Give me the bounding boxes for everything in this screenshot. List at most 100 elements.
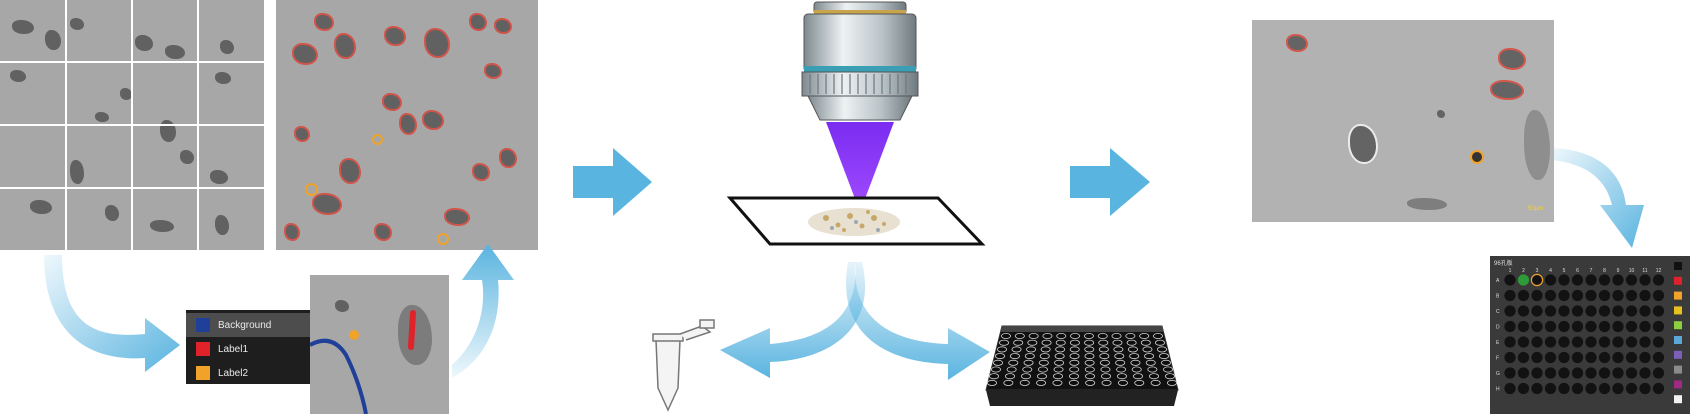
plate-well[interactable] [1625,351,1638,364]
plate-well[interactable] [1585,336,1597,348]
color-swatch[interactable] [1674,276,1682,285]
plate-well[interactable] [1598,382,1611,395]
plate-well[interactable] [1625,305,1638,317]
color-swatch[interactable] [1674,306,1682,315]
plate-well[interactable] [1531,367,1543,379]
plate-well[interactable] [1504,382,1516,395]
plate-well[interactable] [1571,289,1584,302]
plate-well[interactable] [1598,320,1611,333]
plate-well[interactable] [1652,305,1665,317]
plate-well[interactable] [1544,320,1557,333]
plate-well[interactable] [1558,367,1570,379]
plate-well[interactable] [1639,382,1651,395]
plate-well[interactable] [1598,305,1611,317]
plate-well[interactable] [1544,336,1557,348]
plate-well[interactable] [1585,367,1597,379]
plate-well[interactable] [1612,320,1624,333]
plate-well[interactable] [1585,382,1597,395]
plate-well[interactable] [1531,382,1543,395]
plate-well[interactable] [1517,336,1530,348]
color-swatch[interactable] [1674,380,1682,389]
plate-well[interactable] [1571,382,1584,395]
plate-well[interactable] [1652,367,1665,379]
plate-well[interactable] [1571,274,1584,286]
plate-well[interactable] [1504,336,1516,348]
plate-well[interactable] [1544,351,1557,364]
plate-well[interactable] [1517,382,1530,395]
plate-well[interactable] [1531,289,1543,302]
plate-well[interactable] [1571,305,1584,317]
plate-well[interactable] [1652,274,1665,286]
plate-well[interactable] [1625,320,1638,333]
plate-well[interactable] [1598,336,1611,348]
plate-well[interactable] [1504,274,1516,286]
plate-well[interactable] [1598,289,1611,302]
plate-well[interactable] [1517,305,1530,317]
plate-well[interactable] [1544,289,1557,302]
plate-well[interactable] [1558,351,1570,364]
plate-well[interactable] [1625,274,1638,286]
plate-well[interactable] [1639,336,1651,348]
plate-well[interactable] [1571,351,1584,364]
plate-well[interactable] [1558,289,1570,302]
plate-well[interactable] [1652,351,1665,364]
plate-well[interactable] [1612,274,1624,286]
plate-well[interactable] [1612,382,1624,395]
plate-well[interactable] [1639,305,1651,317]
color-swatch[interactable] [1674,336,1682,344]
plate-well[interactable] [1531,351,1543,364]
plate-well[interactable] [1504,289,1516,302]
plate-well[interactable] [1571,336,1584,348]
plate-well[interactable] [1504,305,1516,317]
plate-well[interactable] [1598,351,1611,364]
plate-well[interactable] [1598,274,1611,286]
plate-well[interactable] [1517,289,1530,302]
label-item-background[interactable]: Background [186,313,312,337]
plate-well[interactable] [1517,320,1530,333]
plate-well[interactable] [1625,367,1638,379]
label-item-label1[interactable]: Label1 [186,337,312,361]
plate-well[interactable] [1639,274,1651,286]
plate-well[interactable] [1612,367,1624,379]
plate-well[interactable] [1530,273,1544,287]
plate-well[interactable] [1612,289,1624,302]
plate-well[interactable] [1558,382,1570,395]
plate-well[interactable] [1558,336,1570,348]
plate-well[interactable] [1652,382,1665,395]
plate-well[interactable] [1517,367,1530,379]
color-swatch[interactable] [1674,395,1682,404]
plate-well[interactable] [1585,351,1597,364]
color-swatch[interactable] [1674,365,1682,374]
plate-well[interactable] [1544,274,1557,286]
plate-well[interactable] [1625,336,1638,348]
plate-well[interactable] [1517,351,1530,364]
plate-well[interactable] [1504,367,1516,379]
plate-well[interactable] [1585,274,1597,286]
plate-well[interactable] [1544,382,1557,395]
plate-well[interactable] [1585,305,1597,317]
color-swatch[interactable] [1674,291,1682,300]
plate-well[interactable] [1625,382,1638,395]
color-swatch[interactable] [1674,262,1682,270]
plate-well[interactable] [1504,351,1516,364]
plate-well[interactable] [1571,320,1584,333]
plate-well[interactable] [1571,367,1584,379]
plate-well[interactable] [1544,305,1557,317]
color-swatch[interactable] [1674,321,1682,330]
plate-well[interactable] [1612,305,1624,317]
plate-well[interactable] [1558,320,1570,333]
plate-well[interactable] [1639,367,1651,379]
plate-well[interactable] [1652,336,1665,348]
plate-well[interactable] [1531,336,1543,348]
plate-well[interactable] [1531,320,1543,333]
plate-well[interactable] [1558,305,1570,317]
plate-well[interactable] [1504,320,1516,333]
color-swatch[interactable] [1674,350,1682,359]
plate-well[interactable] [1652,320,1665,333]
plate-well[interactable] [1598,367,1611,379]
plate-well[interactable] [1544,367,1557,379]
plate-well[interactable] [1531,305,1543,317]
plate-well[interactable] [1652,289,1665,302]
plate-well[interactable] [1612,336,1624,348]
plate-well[interactable] [1585,289,1597,302]
